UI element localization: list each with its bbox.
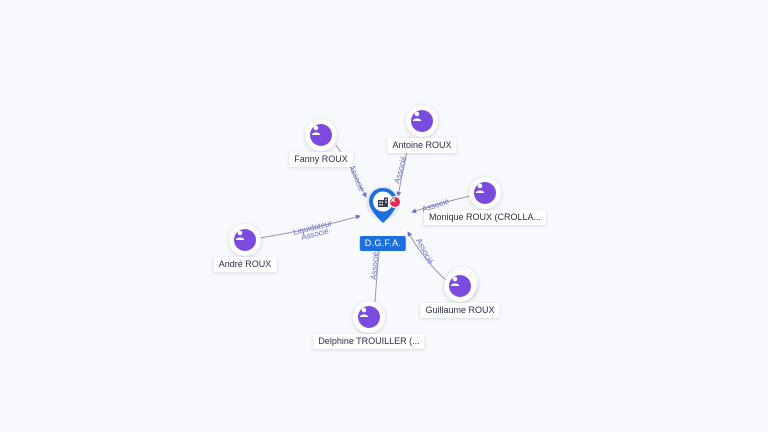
person-icon (358, 306, 380, 328)
person-icon (234, 229, 256, 251)
edge-label-fanny: Associé (347, 163, 366, 193)
close-icon[interactable] (389, 196, 401, 208)
node-label: Monique ROUX (CROLLA... (423, 210, 547, 225)
node-label: Guillaume ROUX (420, 303, 500, 318)
edge-monique (411, 195, 471, 214)
edge-andre (259, 214, 361, 239)
node-label: André ROUX (213, 257, 277, 272)
node-label: Delphine TROUILLER (... (313, 334, 425, 349)
node-label: Fanny ROUX (289, 152, 353, 167)
edge-fanny (335, 144, 367, 198)
edge-guillaume (407, 231, 449, 283)
edge-label-delphine: Associé (369, 251, 380, 280)
person-icon (474, 182, 496, 204)
person-icon (310, 124, 332, 146)
edge-label-antoine: Associé (392, 155, 409, 185)
company-label: D.G.F.A. (359, 236, 407, 251)
node-label: Antoine ROUX (387, 138, 457, 153)
person-icon (411, 110, 433, 132)
map-pin-icon (365, 185, 401, 233)
person-icon (449, 275, 471, 297)
edge-label-guillaume: Associé (414, 237, 435, 266)
